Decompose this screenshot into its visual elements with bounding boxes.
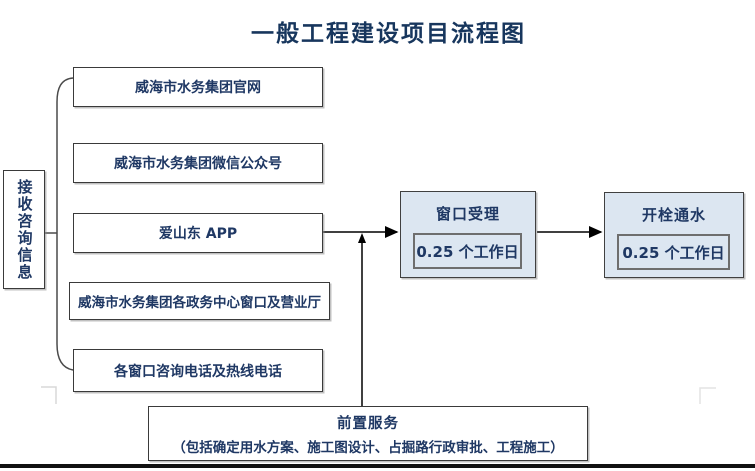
channel-box-wechat: 威海市水务集团微信公众号 (73, 143, 323, 183)
channel-label: 威海市水务集团各政务中心窗口及营业厅 (78, 295, 321, 311)
step-title: 窗口受理 (435, 205, 500, 223)
channel-label: 威海市水务集团官网 (135, 80, 261, 96)
page-title: 一般工程建设项目流程图 (251, 21, 526, 47)
step-title: 开栓通水 (641, 206, 706, 224)
step-window-acceptance: 窗口受理 0.25 个工作日 (400, 191, 536, 278)
step-duration-box: 0.25 个工作日 (413, 233, 522, 269)
step-open-valve: 开栓通水 0.25 个工作日 (604, 192, 744, 278)
receive-info-label: 接收咨询信息 (15, 178, 34, 281)
bottom-divider-rule (0, 464, 755, 468)
pre-service-detail: （包括确定用水方案、施工图设计、占掘路行政审批、工程施工） (172, 439, 564, 456)
pre-service-title: 前置服务 (337, 415, 399, 432)
pre-service-box: 前置服务 （包括确定用水方案、施工图设计、占掘路行政审批、工程施工） (148, 406, 588, 461)
arrow-preservice-up-head (358, 233, 366, 243)
channel-box-official-website: 威海市水务集团官网 (73, 67, 323, 107)
crop-mark-left (41, 386, 57, 404)
brace-connector (56, 77, 74, 371)
channel-box-app: 爱山东 APP (73, 213, 323, 253)
step-duration-box: 0.25 个工作日 (617, 234, 730, 270)
channel-label: 各窗口咨询电话及热线电话 (114, 363, 282, 380)
step-duration: 0.25 个工作日 (416, 242, 519, 261)
crop-mark-right (699, 387, 716, 404)
channel-box-service-hall: 威海市水务集团各政务中心窗口及营业厅 (69, 282, 330, 320)
channel-label: 威海市水务集团微信公众号 (114, 156, 282, 172)
channel-label: 爱山东 APP (158, 226, 238, 242)
channel-box-hotline: 各窗口咨询电话及热线电话 (73, 349, 323, 392)
receive-info-box: 接收咨询信息 (3, 170, 45, 289)
step-duration: 0.25 个工作日 (622, 243, 725, 262)
